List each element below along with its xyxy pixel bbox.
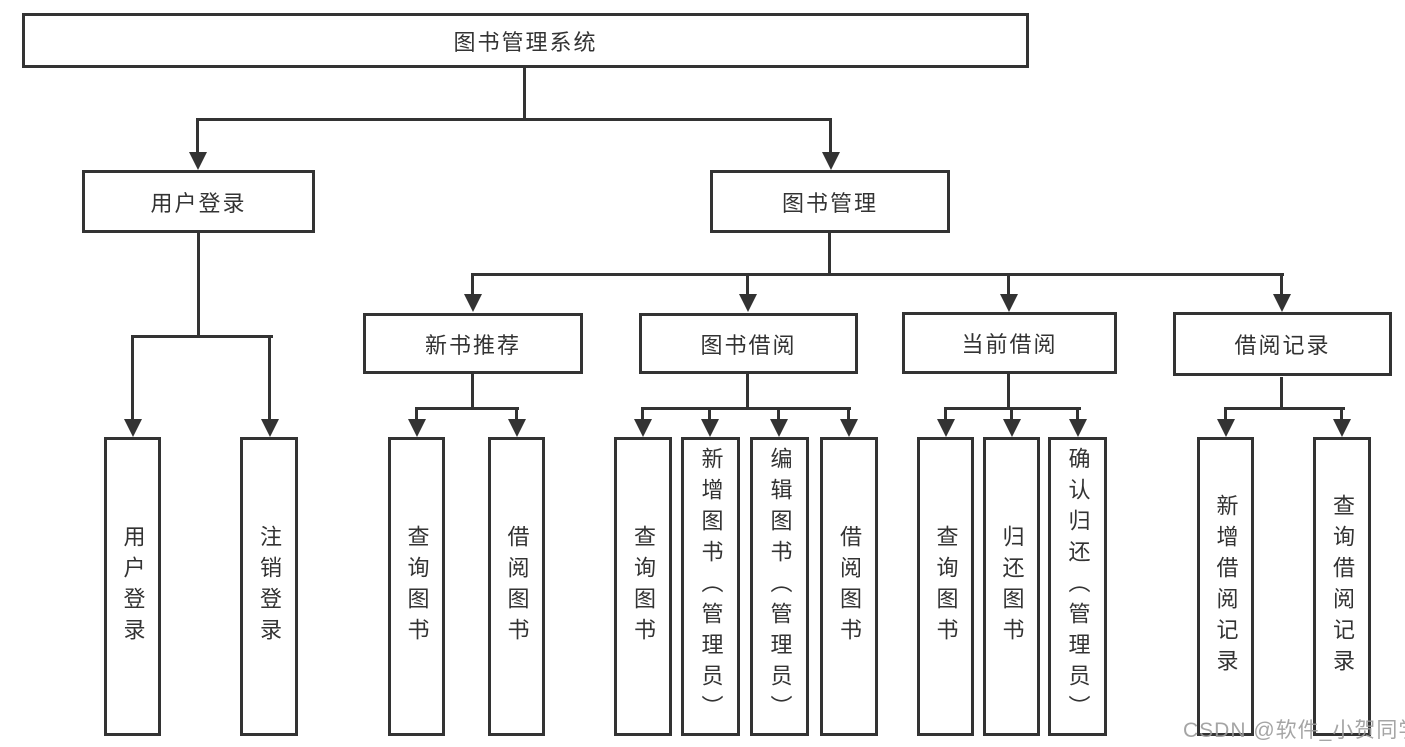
connector-vline xyxy=(1010,407,1013,421)
leaf-label: 确认归还（管理员） xyxy=(1065,447,1091,726)
connector-hline xyxy=(641,407,851,410)
leaf-label: 注销登录 xyxy=(257,524,282,649)
node-new-book-recommend-label: 新书推荐 xyxy=(424,332,521,358)
arrow-down-icon xyxy=(1069,419,1087,437)
arrow-down-icon xyxy=(1217,419,1235,437)
arrow-down-icon xyxy=(937,419,955,437)
connector-vline xyxy=(1224,407,1227,421)
leaf-borrow-add-books-admin: 新增图书（管理员） xyxy=(681,437,740,736)
leaf-newbook-query-books: 查询图书 xyxy=(388,437,445,736)
leaf-borrow-borrow-books: 借阅图书 xyxy=(820,437,878,736)
arrow-down-icon xyxy=(508,419,526,437)
connector-vline xyxy=(523,68,526,120)
node-new-book-recommend: 新书推荐 xyxy=(363,313,583,374)
node-borrowing-records: 借阅记录 xyxy=(1173,312,1392,376)
leaf-current-query-books: 查询图书 xyxy=(917,437,974,736)
node-book-borrowing-label: 图书借阅 xyxy=(700,332,797,358)
leaf-newbook-borrow-books: 借阅图书 xyxy=(488,437,545,736)
connector-hline xyxy=(1224,407,1345,410)
arrow-down-icon xyxy=(1003,419,1021,437)
connector-hline xyxy=(415,407,519,410)
leaf-label: 编辑图书（管理员） xyxy=(767,447,793,726)
connector-vline xyxy=(746,273,749,296)
watermark: CSDN @软件_小贺同学 xyxy=(1183,719,1405,742)
node-root-label: 图书管理系统 xyxy=(453,29,598,55)
connector-vline xyxy=(515,407,518,421)
connector-vline xyxy=(829,118,832,154)
connector-vline xyxy=(471,374,474,410)
arrow-down-icon xyxy=(124,419,142,437)
node-book-management-label: 图书管理 xyxy=(781,190,878,216)
connector-vline xyxy=(415,407,418,421)
arrow-down-icon xyxy=(464,294,482,312)
arrow-down-icon xyxy=(770,419,788,437)
node-current-borrowing-label: 当前借阅 xyxy=(961,332,1058,357)
arrow-down-icon xyxy=(701,419,719,437)
arrow-down-icon xyxy=(840,419,858,437)
node-root: 图书管理系统 xyxy=(22,13,1029,68)
connector-hline xyxy=(471,273,1284,276)
connector-vline xyxy=(746,374,749,410)
connector-vline xyxy=(777,407,780,421)
leaf-current-return-books: 归还图书 xyxy=(983,437,1040,736)
arrow-down-icon xyxy=(261,419,279,437)
connector-vline xyxy=(1076,407,1079,421)
connector-vline xyxy=(1280,273,1283,296)
arrow-down-icon xyxy=(822,152,840,170)
arrow-down-icon xyxy=(1000,294,1018,312)
leaf-label: 新增图书（管理员） xyxy=(698,447,724,726)
leaf-user-login: 用户登录 xyxy=(104,437,161,736)
leaf-label: 查询图书 xyxy=(631,524,656,649)
connector-hline xyxy=(197,118,832,121)
leaf-label: 查询图书 xyxy=(933,524,959,649)
arrow-down-icon xyxy=(408,419,426,437)
connector-vline xyxy=(471,273,474,296)
connector-hline xyxy=(131,335,273,338)
arrow-down-icon xyxy=(739,294,757,312)
connector-vline xyxy=(641,407,644,421)
arrow-down-icon xyxy=(1333,419,1351,437)
node-book-borrowing: 图书借阅 xyxy=(639,313,858,374)
leaf-records-add-record: 新增借阅记录 xyxy=(1197,437,1254,736)
leaf-label: 借阅图书 xyxy=(837,524,862,649)
node-book-management: 图书管理 xyxy=(710,170,950,233)
connector-vline xyxy=(944,407,947,421)
connector-vline xyxy=(828,233,831,275)
leaf-records-query-record: 查询借阅记录 xyxy=(1313,437,1371,736)
connector-vline xyxy=(1340,407,1343,421)
connector-vline xyxy=(1007,273,1010,296)
node-current-borrowing: 当前借阅 xyxy=(902,312,1117,374)
node-user-login-label: 用户登录 xyxy=(150,190,247,216)
connector-vline xyxy=(847,407,850,421)
leaf-current-confirm-return-admin: 确认归还（管理员） xyxy=(1048,437,1107,736)
leaf-label: 查询图书 xyxy=(404,524,430,649)
connector-vline xyxy=(268,335,271,421)
leaf-borrow-edit-books-admin: 编辑图书（管理员） xyxy=(750,437,809,736)
connector-vline xyxy=(1007,374,1010,410)
connector-vline xyxy=(131,335,134,421)
connector-vline xyxy=(196,118,199,154)
node-borrowing-records-label: 借阅记录 xyxy=(1234,333,1331,358)
connector-vline xyxy=(197,233,200,337)
arrow-down-icon xyxy=(189,152,207,170)
connector-vline xyxy=(1280,377,1283,410)
leaf-label: 归还图书 xyxy=(999,524,1025,649)
arrow-down-icon xyxy=(1273,294,1291,312)
connector-vline xyxy=(708,407,711,421)
leaf-label: 新增借阅记录 xyxy=(1213,493,1239,680)
leaf-borrow-query-books: 查询图书 xyxy=(614,437,672,736)
leaf-logout-login: 注销登录 xyxy=(240,437,298,736)
node-user-login: 用户登录 xyxy=(82,170,315,233)
leaf-label: 用户登录 xyxy=(120,524,146,649)
leaf-label: 查询借阅记录 xyxy=(1330,493,1355,680)
arrow-down-icon xyxy=(634,419,652,437)
leaf-label: 借阅图书 xyxy=(504,524,530,649)
